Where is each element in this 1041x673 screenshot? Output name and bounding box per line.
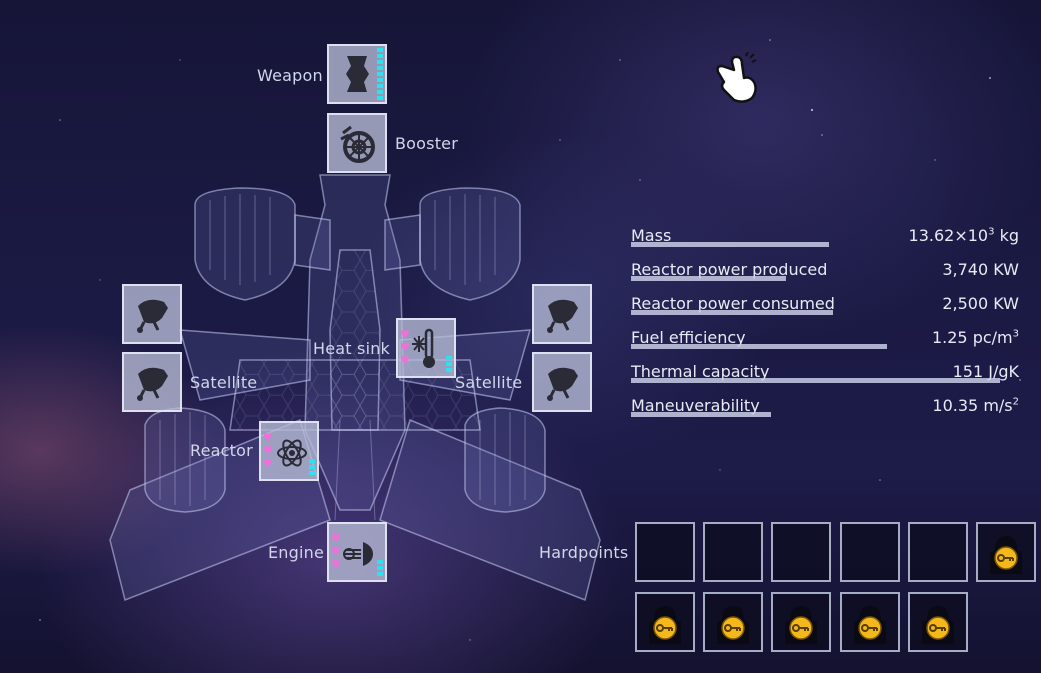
reactor-level-bar (309, 459, 315, 477)
hardpoint-slot-empty[interactable] (771, 522, 832, 582)
stat-value: 2,500 KW (942, 294, 1019, 313)
stat-row-mass: Mass 13.62×103 kg (631, 222, 1019, 256)
stat-row-reactor-produced: Reactor power produced 3,740 KW (631, 256, 1019, 290)
satellite-slot-left-top[interactable] (122, 284, 182, 344)
hardpoint-slot-locked[interactable] (635, 592, 695, 652)
stat-value: 151 J/gK (952, 362, 1019, 381)
satellite-left-label: Satellite (190, 373, 258, 392)
reactor-label: Reactor (190, 441, 253, 460)
booster-slot[interactable] (327, 113, 387, 173)
padlock-key-icon (649, 606, 681, 644)
stat-row-fuel-efficiency: Fuel efficiency 1.25 pc/m3 (631, 324, 1019, 358)
hardpoint-slot-empty[interactable] (839, 522, 900, 582)
stat-bar (631, 378, 1000, 383)
padlock-key-icon (853, 606, 886, 644)
hardpoint-slot-locked[interactable] (703, 592, 764, 652)
hardpoint-slot-locked[interactable] (839, 592, 900, 652)
weapon-label: Weapon (257, 66, 323, 85)
turbine-icon (340, 125, 375, 163)
heat-sink-slot[interactable]: ♥♥♥ (396, 318, 456, 378)
reactor-hearts: ♥♥♥ (263, 431, 273, 470)
thruster-icon (343, 542, 373, 566)
padlock-key-icon (921, 606, 954, 644)
booster-label: Booster (395, 134, 458, 153)
stat-row-reactor-consumed: Reactor power consumed 2,500 KW (631, 290, 1019, 324)
engine-level-bar (377, 560, 383, 578)
weapon-slot[interactable] (327, 44, 387, 104)
weapon-icon (346, 56, 369, 92)
padlock-key-icon (990, 536, 1022, 574)
hardpoint-slot-locked[interactable] (907, 592, 968, 652)
stat-row-maneuverability: Maneuverability 10.35 m/s2 (631, 392, 1019, 426)
engine-slot[interactable]: ♥♥♥ (327, 522, 387, 582)
stat-label: Thermal capacity (631, 362, 770, 381)
satellite-dish-icon (547, 367, 578, 401)
heat-sink-label: Heat sink (313, 339, 391, 358)
satellite-slot-right-top[interactable] (532, 284, 592, 344)
stat-label: Reactor power consumed (631, 294, 835, 313)
reactor-slot[interactable]: ♥♥♥ (259, 421, 319, 481)
engine-hearts: ♥♥♥ (331, 532, 341, 571)
stat-value: 1.25 pc/m3 (931, 328, 1019, 347)
stat-value: 13.62×103 kg (908, 226, 1019, 245)
hardpoint-slot-locked[interactable] (771, 592, 832, 652)
satellite-slot-left-bottom[interactable] (122, 352, 182, 412)
satellite-slot-right-bottom[interactable] (532, 352, 592, 412)
stat-bar (631, 242, 829, 247)
ship-stats-panel: Mass 13.62×103 kg Reactor power produced… (631, 222, 1019, 426)
stat-bar (631, 412, 771, 417)
satellite-right-label: Satellite (455, 373, 523, 392)
stat-label: Mass (631, 226, 672, 245)
heat-sink-hearts: ♥♥♥ (400, 328, 410, 367)
stat-value: 3,740 KW (942, 260, 1019, 279)
stat-label: Maneuverability (631, 396, 760, 415)
stat-bar (631, 344, 887, 349)
stat-label: Reactor power produced (631, 260, 828, 279)
stat-bar (631, 276, 786, 281)
thermometer-icon (412, 328, 435, 368)
hardpoint-slot-locked[interactable] (976, 522, 1036, 582)
hardpoint-slot-empty[interactable] (907, 522, 968, 582)
hardpoint-slot-empty[interactable] (703, 522, 764, 582)
weapon-level-bar (377, 48, 383, 102)
stat-label: Fuel efficiency (631, 328, 746, 347)
satellite-dish-icon (547, 299, 578, 333)
hardpoints-label: Hardpoints (539, 543, 629, 562)
stat-row-thermal-capacity: Thermal capacity 151 J/gK (631, 358, 1019, 392)
padlock-key-icon (785, 606, 818, 644)
satellite-dish-icon (137, 299, 168, 333)
heat-sink-level-bar (446, 356, 452, 374)
engine-label: Engine (268, 543, 325, 562)
padlock-key-icon (717, 606, 750, 644)
hand-pointer-icon (716, 52, 757, 103)
stat-bar (631, 310, 833, 315)
stat-value: 10.35 m/s2 (932, 396, 1019, 415)
satellite-dish-icon (137, 367, 168, 401)
hardpoint-slot-empty[interactable] (635, 522, 695, 582)
atom-icon (277, 439, 307, 467)
